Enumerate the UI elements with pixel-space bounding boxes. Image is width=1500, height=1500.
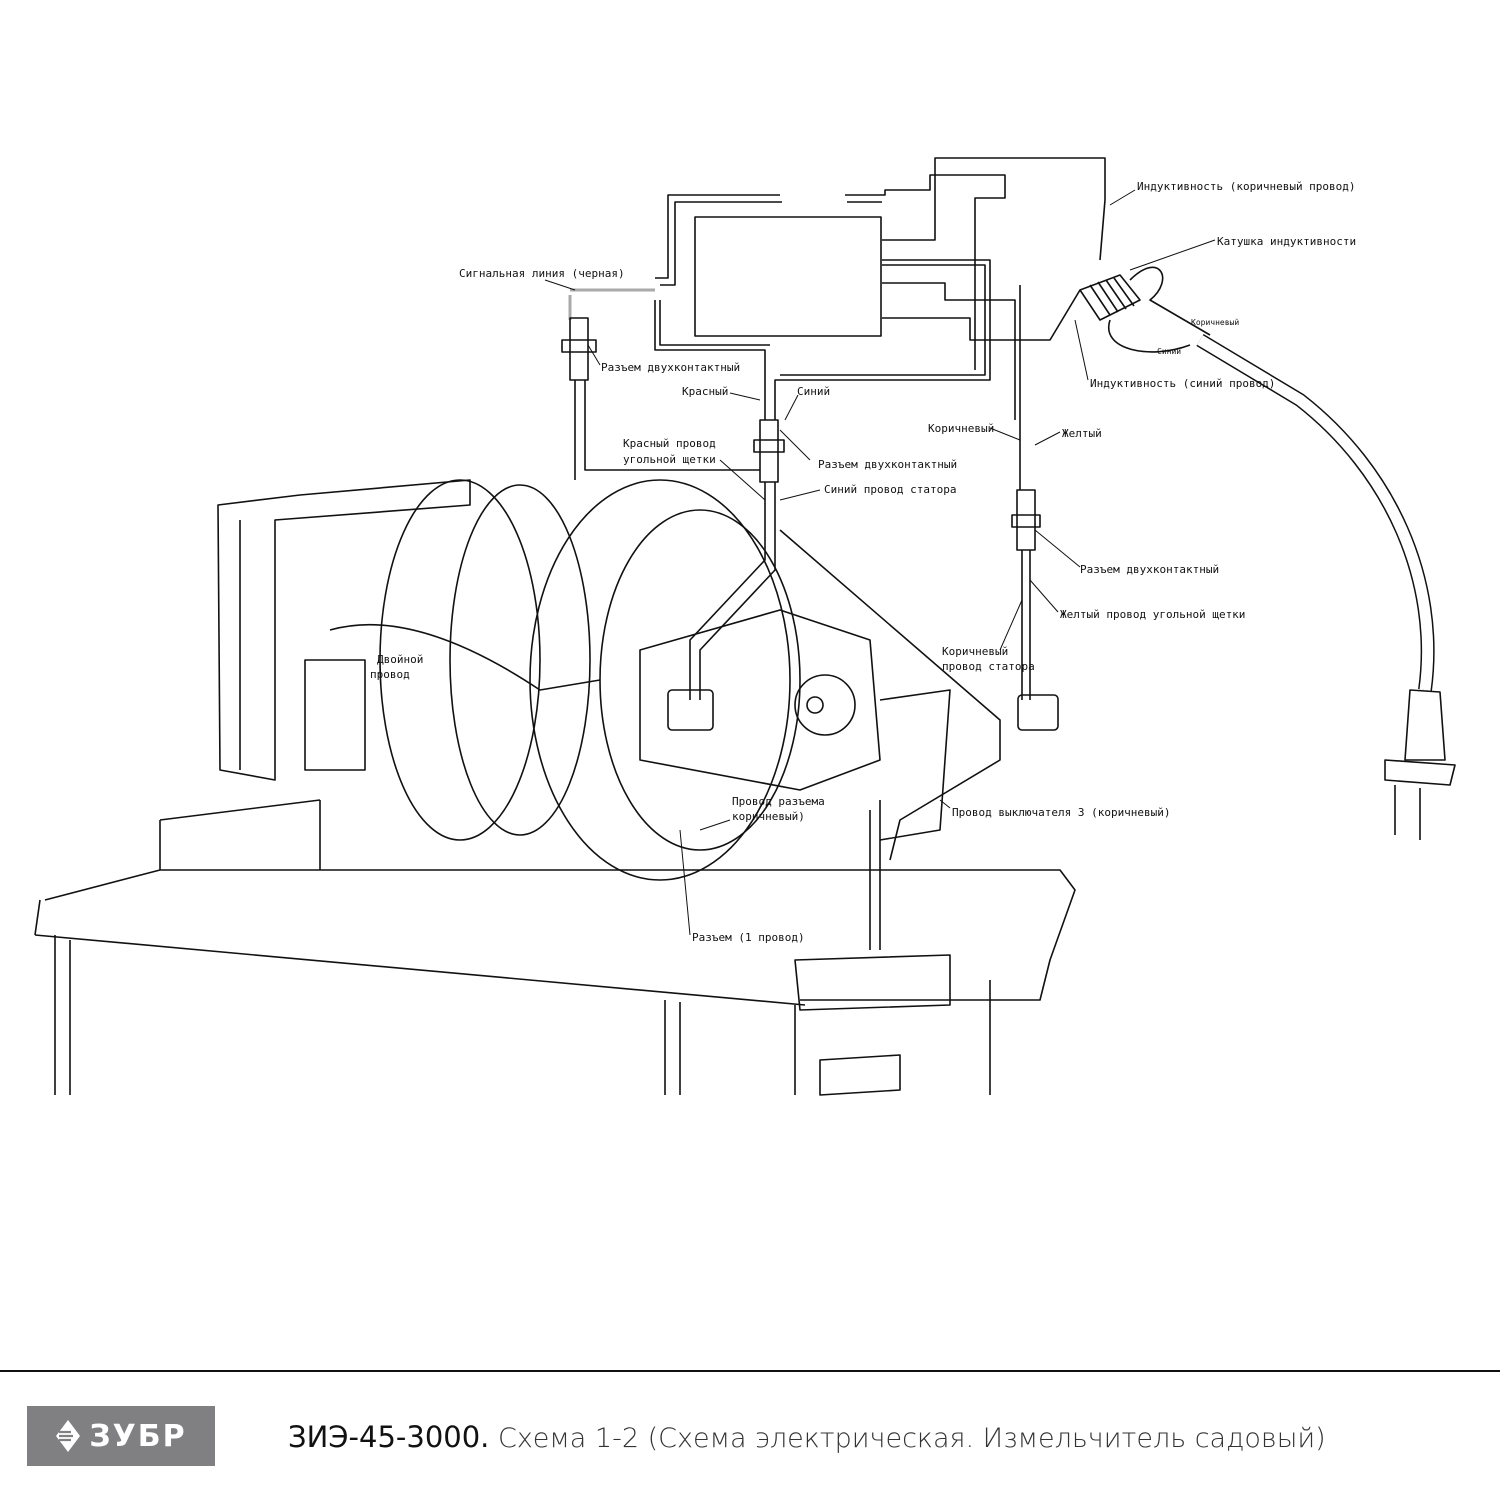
label-red: Красный [682, 385, 729, 398]
label-red-brush-wire-2: угольной щетки [623, 453, 716, 466]
brand-mark-icon [56, 1420, 81, 1452]
leader-lines [544, 189, 1216, 936]
label-yellow: Желтый [1062, 427, 1102, 440]
label-brown-stator-2: провод статора [942, 660, 1035, 673]
label-double-wire: Двойной [377, 653, 424, 666]
label-switch-wire: Провод выключателя 3 (коричневый) [952, 806, 1171, 819]
label-red-brush-wire: Красный провод [623, 437, 716, 450]
motor [217, 479, 1001, 881]
label-connector-wire: Провод разъема [732, 795, 825, 808]
label-signal-line: Сигнальная линия (черная) [459, 267, 625, 280]
label-brown: Коричневый [928, 422, 995, 435]
label-blue: Синий [797, 385, 831, 398]
brand-logo: ЗУБР [27, 1406, 215, 1466]
label-connector-2pin: Разъем двухконтактный [818, 458, 958, 471]
label-connector-2pin: Разъем двухконтактный [601, 361, 741, 374]
label-connector-1wire: Разъем (1 провод) [692, 931, 805, 944]
control-board [568, 157, 1106, 490]
page-title: ЗИЭ-45-3000. Схема 1-2 (Схема электричес… [288, 1420, 1326, 1454]
connectors [561, 317, 1059, 731]
label-connector-2pin: Разъем двухконтактный [1080, 563, 1220, 576]
model-number: ЗИЭ-45-3000. [288, 1420, 490, 1454]
label-cord-brown: Коричневый [1191, 318, 1240, 327]
label-inductance-brown: Индуктивность (коричневый провод) [1137, 180, 1356, 193]
inductor-coil [1079, 266, 1211, 353]
label-inductor-coil: Катушка индуктивности [1217, 235, 1357, 248]
base-tub [34, 799, 1076, 1096]
power-cord [1196, 333, 1456, 840]
label-cord-blue: Синий [1157, 347, 1182, 356]
label-connector-wire-2: коричневый) [732, 810, 805, 823]
label-inductance-blue: Индуктивность (синий провод) [1090, 377, 1276, 390]
label-blue-stator-wire: Синий провод статора [824, 483, 957, 496]
label-yellow-brush-wire: Желтый провод угольной щетки [1060, 608, 1246, 621]
diagram-caption: Схема 1-2 (Схема электрическая. Измельчи… [489, 1423, 1326, 1454]
footer-divider [0, 1370, 1500, 1372]
label-brown-stator: Коричневый [942, 645, 1009, 658]
label-double-wire-2: провод [370, 668, 410, 681]
brand-name: ЗУБР [89, 1418, 187, 1454]
